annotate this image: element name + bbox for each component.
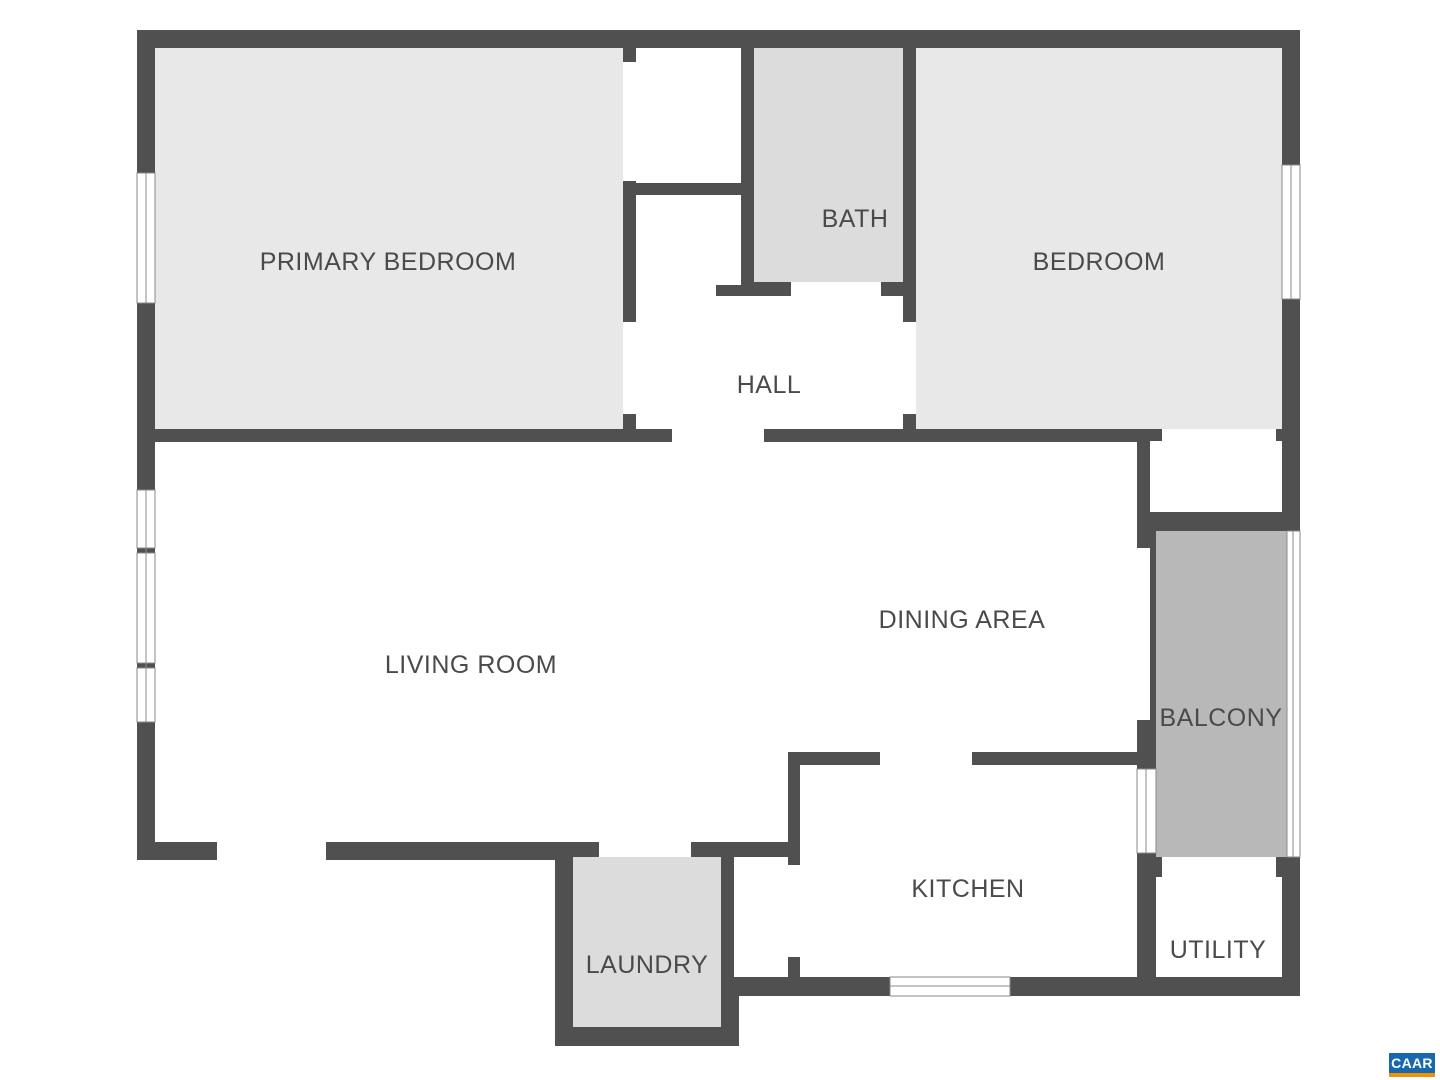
window-living-bottom	[217, 842, 326, 860]
laundry-area	[573, 857, 721, 1027]
door-openings	[599, 62, 1276, 957]
utility-area	[1156, 877, 1282, 977]
living-dining-area	[155, 442, 1137, 842]
label-balcony: BALCONY	[1160, 704, 1283, 732]
kitchen-area	[800, 765, 1137, 977]
label-living-room: LIVING ROOM	[385, 651, 557, 679]
hall-area	[636, 296, 903, 429]
caar-logo-badge: CAAR	[1389, 1053, 1435, 1077]
label-hall: HALL	[737, 371, 802, 399]
label-primary-bedroom: PRIMARY BEDROOM	[260, 248, 517, 276]
room-labels: PRIMARY BEDROOM BATH BEDROOM HALL LIVING…	[260, 205, 1283, 979]
bedroom-closet	[1150, 441, 1282, 512]
balcony-area	[1156, 531, 1287, 857]
bedroom-area	[916, 48, 1282, 429]
label-bedroom: BEDROOM	[1033, 248, 1166, 276]
closet-upper	[636, 48, 741, 183]
windows	[136, 164, 1301, 997]
bath-area	[754, 48, 903, 282]
primary-bedroom-area	[155, 48, 623, 429]
label-dining-area: DINING AREA	[879, 606, 1046, 634]
closet-lower	[636, 195, 741, 285]
label-utility: UTILITY	[1170, 936, 1267, 964]
label-kitchen: KITCHEN	[911, 875, 1024, 903]
room-fills	[155, 48, 1287, 1027]
label-bath: BATH	[822, 205, 889, 233]
label-laundry: LAUNDRY	[586, 951, 709, 979]
entry-closet	[734, 857, 788, 977]
